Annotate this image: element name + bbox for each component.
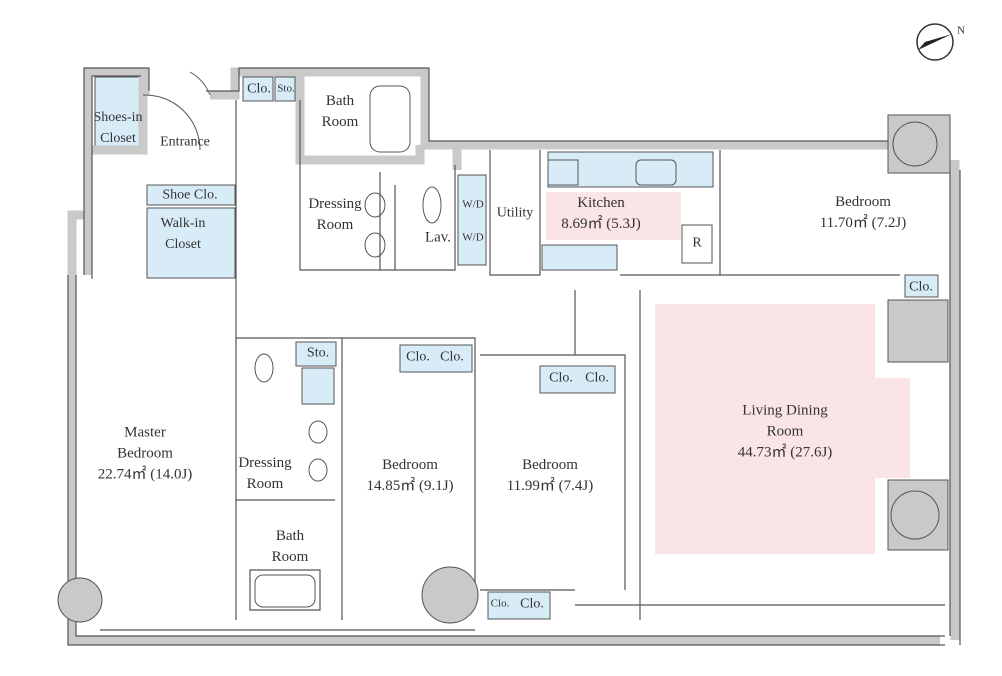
utility-label: Utility (496, 205, 534, 221)
storage-top-label: Sto. (277, 82, 295, 95)
bathtub-bottom (254, 574, 316, 608)
fixtures (142, 71, 713, 482)
walls (67, 67, 960, 645)
washer-dryer-label: W/D (462, 231, 484, 244)
columns (57, 114, 951, 624)
entrance-label: Entrance (160, 134, 210, 150)
closet-label: Clo. (406, 349, 430, 365)
lavatory-label: Lav. (424, 229, 452, 246)
washer-dryer-label: W/D (462, 198, 484, 211)
closet-label: Clo. (440, 349, 464, 365)
kitchen-highlight (546, 192, 681, 240)
closet-label: Clo. (490, 597, 510, 610)
closets (94, 76, 939, 620)
closet-label: Clo. (585, 370, 609, 386)
north-arrow-icon (916, 23, 954, 61)
bathtub-top (369, 85, 411, 153)
closet-label: Clo. (549, 370, 573, 386)
closet-top-label: Clo. (247, 81, 271, 97)
living-dining-highlight-ext (875, 378, 910, 478)
closet-label: Clo. (520, 596, 544, 612)
shoe-closet-label: Shoe Clo. (162, 187, 218, 203)
storage-mid-label: Sto. (306, 345, 330, 361)
refrigerator-label: R (692, 235, 702, 251)
wall-lines (67, 67, 961, 646)
closet-ne-label: Clo. (909, 279, 933, 295)
living-dining-highlight (655, 304, 875, 554)
compass-label: N (957, 24, 965, 37)
